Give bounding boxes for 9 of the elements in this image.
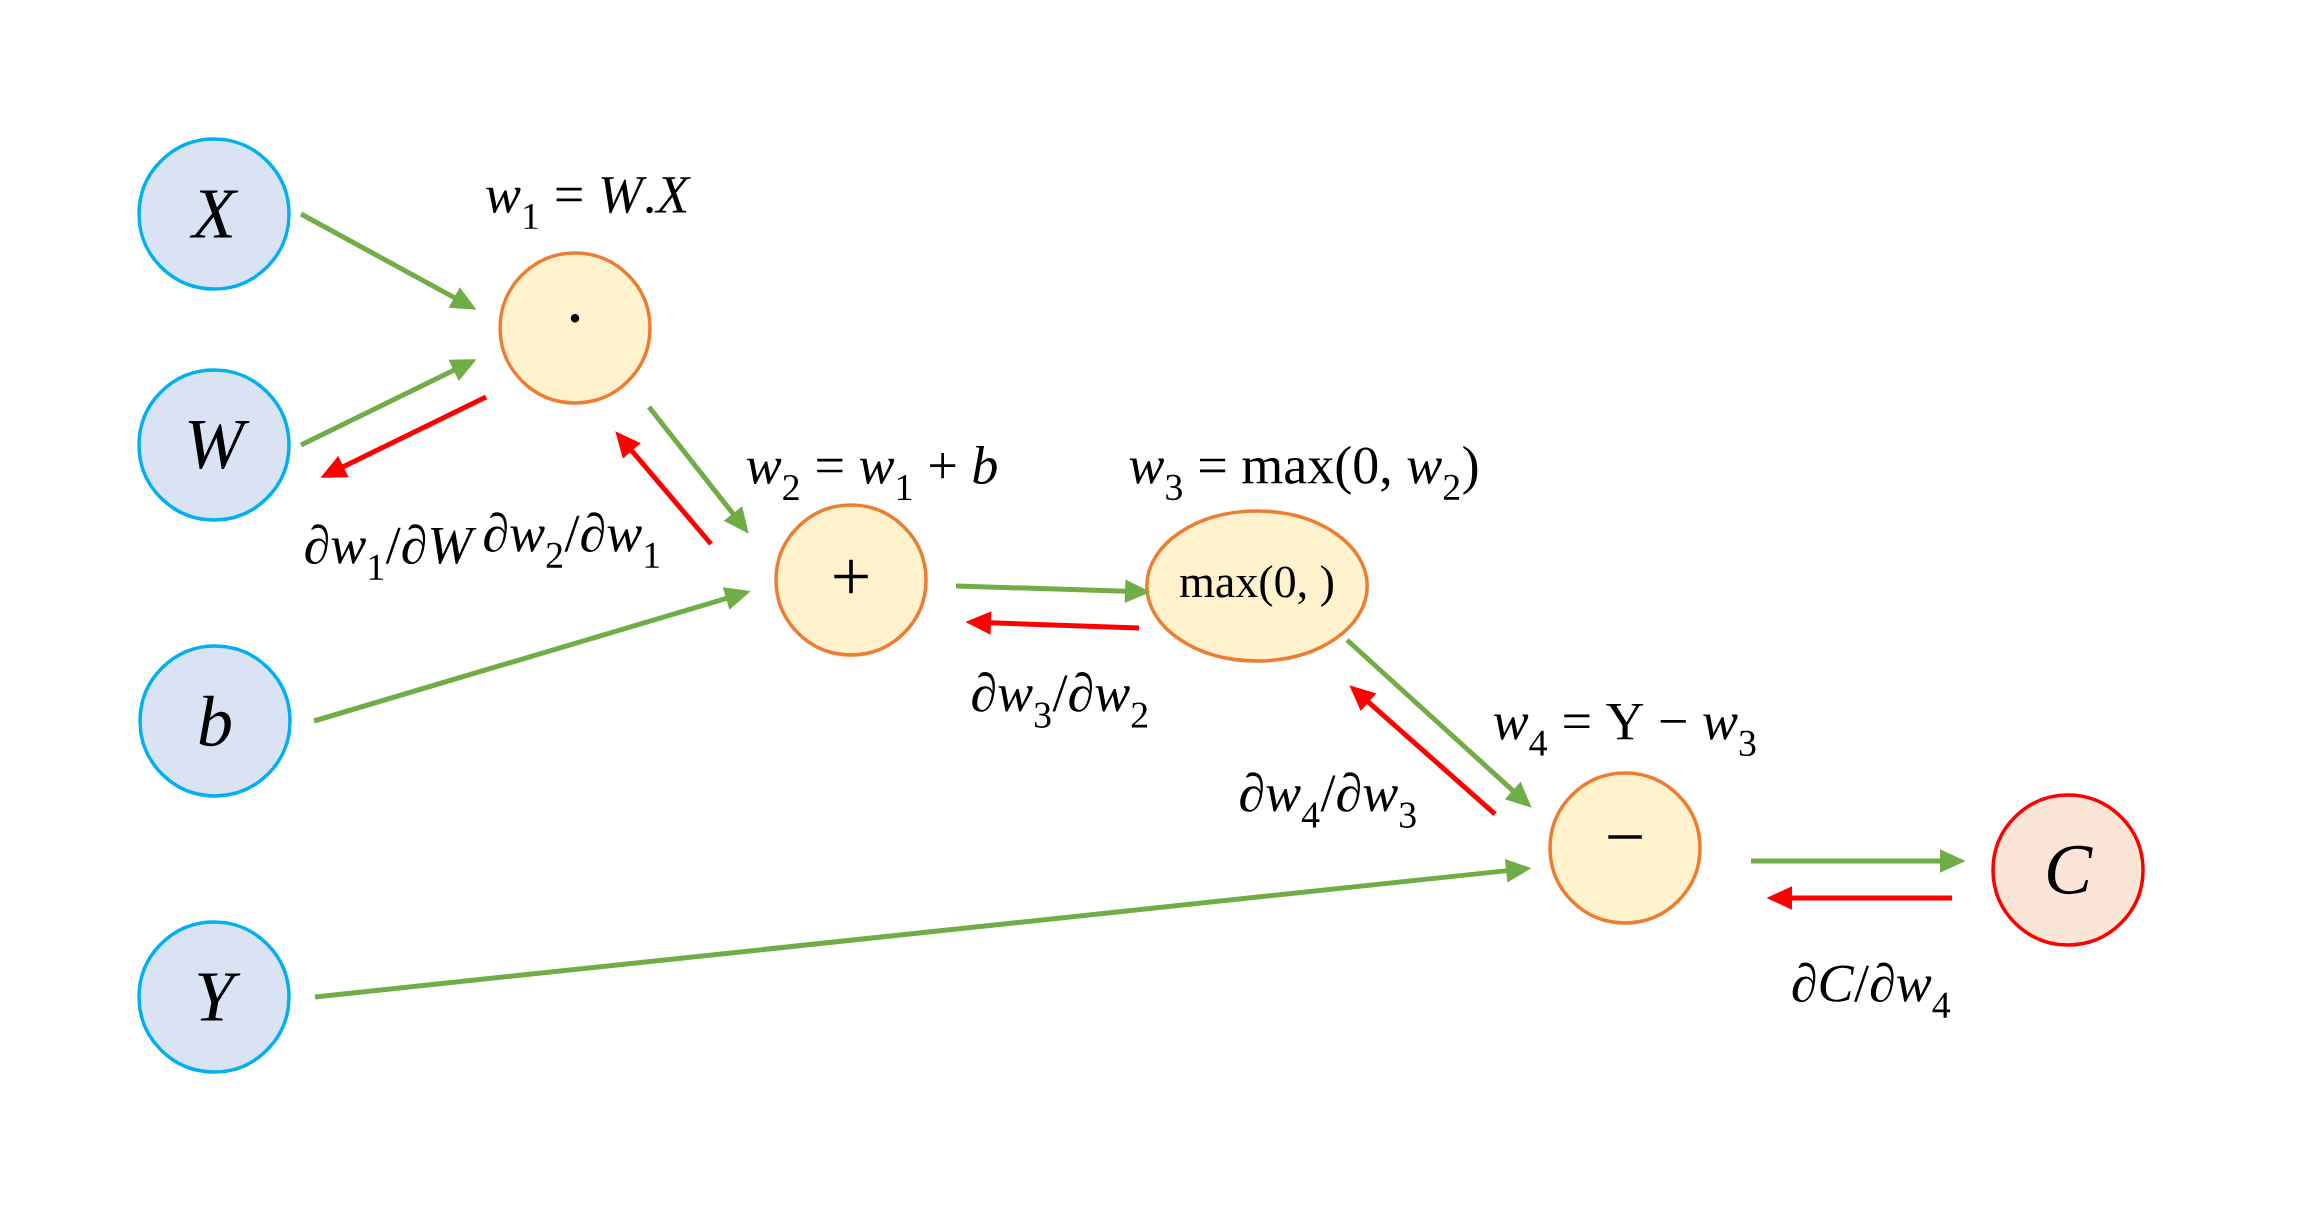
edge-label: ∂w$_{4}$/∂w$_{3}$ [1240, 772, 1416, 828]
edge-label: ∂w$_{3}$/∂w$_{2}$ [972, 672, 1148, 728]
edge-label: ∂C/∂w$_{4}$ [1792, 962, 1951, 1018]
equation-label: w$_{2}$ = w$_{1}$ + b [746, 446, 997, 500]
equation-label: w$_{3}$ = max(0, w$_{2}$) [1129, 445, 1478, 501]
equation-label: w$_{4}$ = Y − w$_{3}$ [1493, 703, 1756, 757]
edge-label: ∂w$_{2}$/∂w$_{1}$ [484, 512, 659, 568]
equation-label: w$_{1}$ = W.X [486, 177, 692, 229]
edge-label: ∂w$_{1}$/∂W [305, 524, 477, 580]
